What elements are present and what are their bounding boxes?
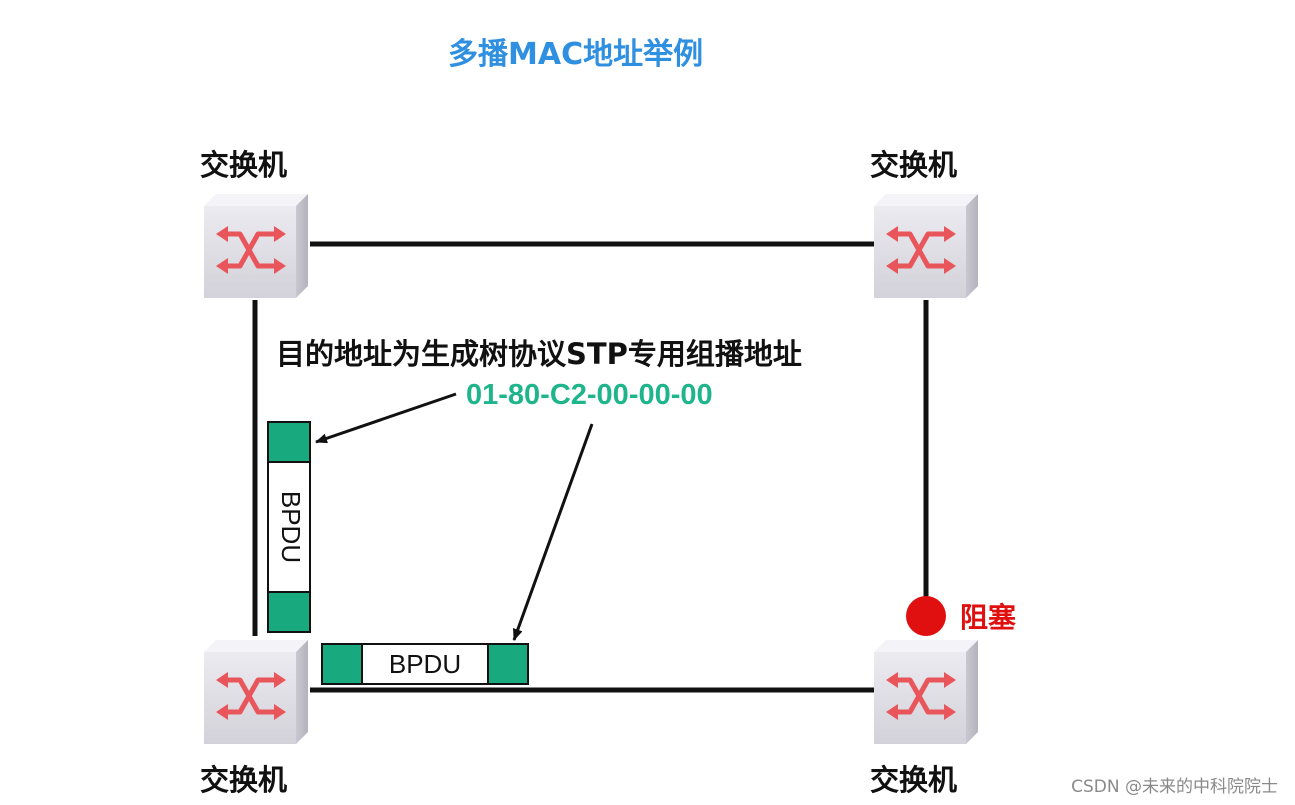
switch-label-bottom-right: 交换机 [870, 763, 957, 797]
blocked-port-indicator [906, 596, 946, 636]
frame-trailer-segment [267, 591, 311, 633]
blocked-port-label: 阻塞 [960, 601, 1016, 634]
bpdu-frame-horizontal: BPDU [321, 643, 529, 685]
network-links [252, 241, 929, 693]
switch-icon [204, 640, 308, 744]
switch-label-bottom-left: 交换机 [200, 763, 287, 797]
bpdu-label-vertical: BPDU [276, 491, 306, 563]
switch-icon [204, 194, 308, 298]
pointer-arrow-vertical-frame [315, 392, 457, 444]
frame-header-segment [267, 421, 311, 463]
frame-trailer-segment [487, 643, 529, 685]
multicast-mac-address: 01-80-C2-00-00-00 [466, 379, 713, 411]
switch-icon [874, 640, 978, 744]
switch-label-top-right: 交换机 [870, 148, 957, 182]
frame-header-segment [321, 643, 363, 685]
destination-description: 目的地址为生成树协议STP专用组播地址 [276, 337, 802, 371]
diagram-title: 多播MAC地址举例 [448, 37, 703, 72]
switch-label-top-left: 交换机 [200, 148, 287, 182]
switch-icon [874, 194, 978, 298]
watermark: CSDN @未来的中科院院士 [1071, 777, 1278, 797]
bpdu-label-horizontal: BPDU [389, 649, 461, 679]
bpdu-frame-vertical: BPDU [267, 421, 311, 633]
pointer-arrow-horizontal-frame [512, 423, 594, 641]
